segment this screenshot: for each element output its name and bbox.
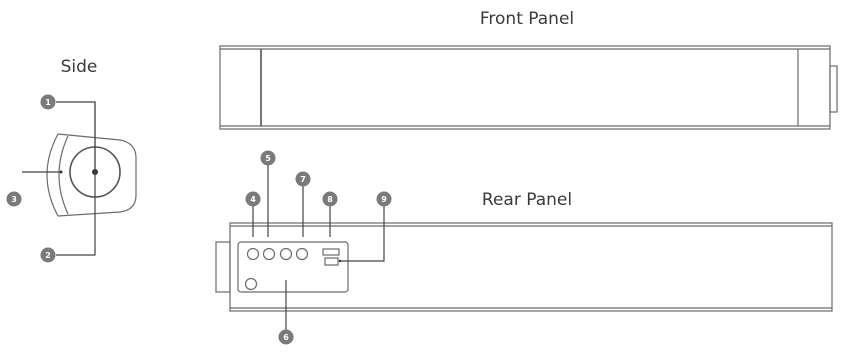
callout-6: 6 [278, 329, 294, 345]
side-front-face [46, 133, 59, 217]
svg-text:1: 1 [45, 98, 51, 107]
callout-3: 3 [6, 191, 22, 207]
callout-2: 2 [40, 247, 56, 263]
side-endcap-outline [57, 133, 137, 217]
front-panel [219, 45, 838, 130]
rear-jack-5 [262, 247, 276, 261]
side-front-face-inner [58, 135, 69, 215]
rear-port-9 [324, 257, 339, 266]
rear-panel-endcap [215, 241, 231, 293]
callout-5: 5 [260, 150, 276, 166]
svg-text:9: 9 [381, 195, 387, 204]
front-panel-endcap [829, 65, 838, 113]
svg-text:5: 5 [265, 154, 271, 163]
rear-jack-4 [246, 247, 260, 261]
side-view-label: Side [61, 57, 98, 77]
rear-port-8 [322, 248, 340, 256]
svg-text:8: 8 [327, 195, 333, 204]
leader-1 [56, 101, 96, 256]
callout-8: 8 [322, 191, 338, 207]
callout-1: 1 [40, 94, 56, 110]
rear-panel [215, 222, 833, 312]
leader-9-dot [338, 259, 342, 263]
side-view [46, 133, 137, 217]
callout-4: 4 [245, 191, 261, 207]
svg-text:2: 2 [45, 251, 51, 260]
callout-9: 9 [376, 191, 392, 207]
svg-text:6: 6 [283, 333, 289, 342]
svg-text:7: 7 [300, 175, 306, 184]
callout-7: 7 [295, 171, 311, 187]
side-indicator-dot [59, 170, 63, 174]
svg-text:3: 3 [11, 195, 17, 204]
rear-panel-body [229, 222, 833, 312]
rear-jack-7a [279, 247, 293, 261]
front-panel-label: Front Panel [480, 9, 574, 29]
leader-9 [340, 205, 385, 262]
front-panel-body [219, 45, 831, 130]
rear-jack-6 [244, 277, 258, 291]
rear-connector-plate [237, 241, 349, 293]
svg-text:4: 4 [250, 195, 256, 204]
rear-panel-label: Rear Panel [482, 190, 572, 210]
rear-jack-7b [295, 247, 309, 261]
